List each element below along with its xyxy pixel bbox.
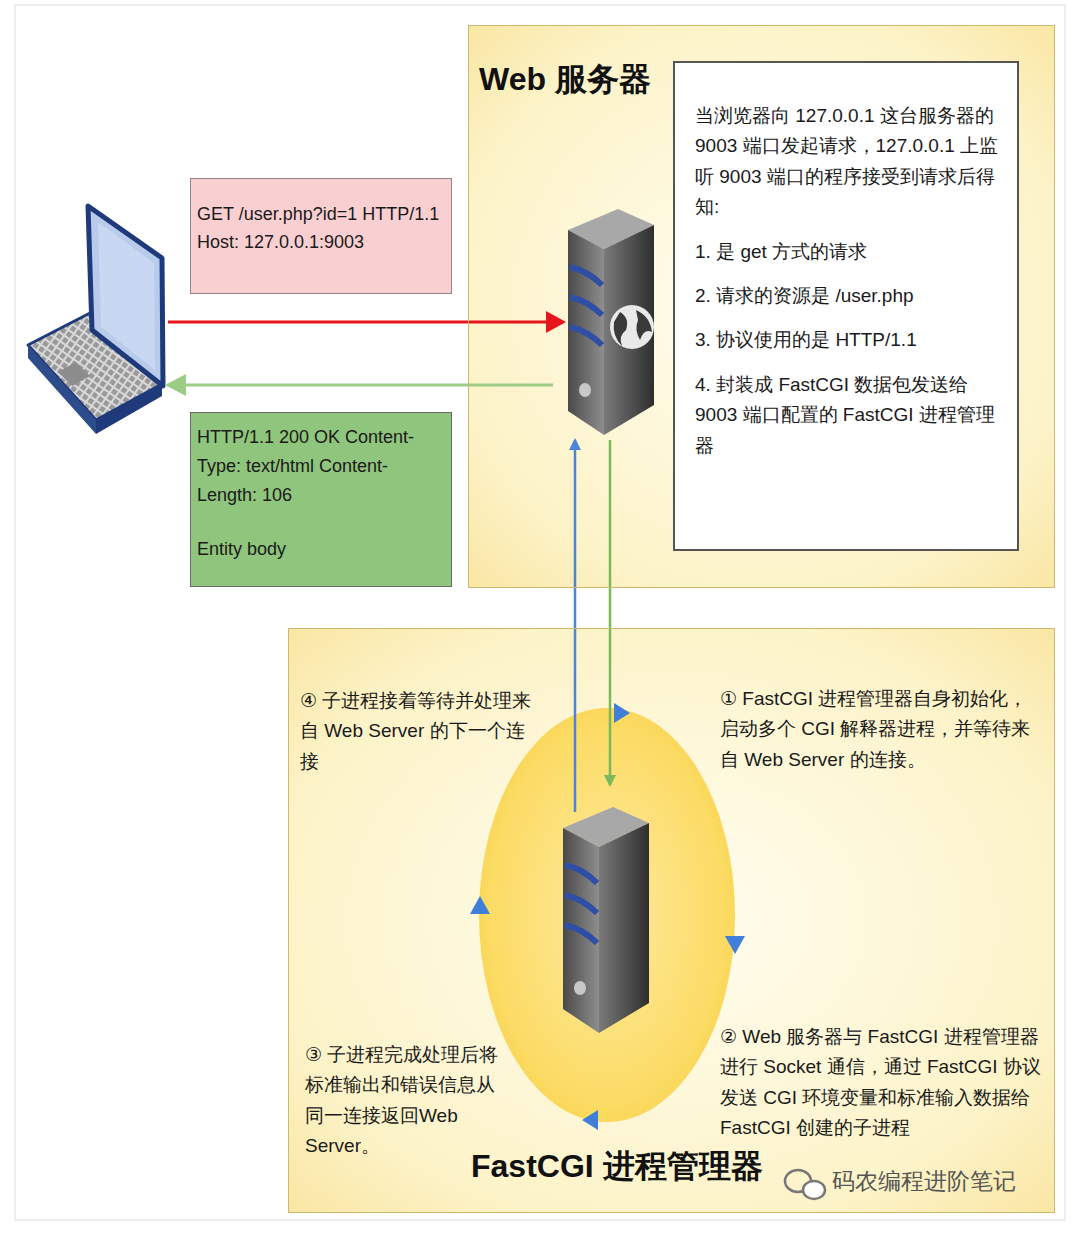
step-note: ① FastCGI 进程管理器自身初始化，启动多个 CGI 解释器进程，并等待来… [720,684,1045,775]
box-text: 2. 请求的资源是 /user.php [695,281,999,311]
note-box: 当浏览器向 127.0.0.1 这台服务器的9003 端口发起请求，127.0.… [673,61,1019,551]
response-box: HTTP/1.1 200 OK Content-Type: text/html … [190,412,452,587]
step-note: ② Web 服务器与 FastCGI 进程管理器进行 Socket 通信，通过 … [720,1022,1050,1144]
box-text: Entity body [197,535,445,564]
step-note: ④ 子进程接着等待并处理来自 Web Server 的下一个连接 [300,686,540,777]
box-text: GET /user.php?id=1 HTTP/1.1 Host: 127.0.… [197,201,445,257]
box-text: 3. 协议使用的是 HTTP/1.1 [695,325,999,355]
request-box: GET /user.php?id=1 HTTP/1.1 Host: 127.0.… [190,178,452,294]
data-flow-arrow [574,440,577,628]
watermark: 码农编程进阶笔记 [832,1168,1052,1196]
box-text: HTTP/1.1 200 OK Content-Type: text/html … [197,423,445,509]
box-text: 当浏览器向 127.0.0.1 这台服务器的9003 端口发起请求，127.0.… [695,101,999,223]
data-flow-arrow [609,588,612,785]
box-text: 1. 是 get 方式的请求 [695,237,999,267]
server-panel: Web 服务器当浏览器向 127.0.0.1 这台服务器的9003 端口发起请求… [468,25,1055,588]
panel-title: Web 服务器 [479,58,651,102]
box-text: 4. 封装成 FastCGI 数据包发送给 9003 端口配置的 FastCGI… [695,370,999,461]
step-note: ③ 子进程完成处理后将标准输出和错误信息从同一连接返回Web Server。 [305,1040,503,1162]
panel-title: FastCGI 进程管理器 [471,1145,763,1189]
